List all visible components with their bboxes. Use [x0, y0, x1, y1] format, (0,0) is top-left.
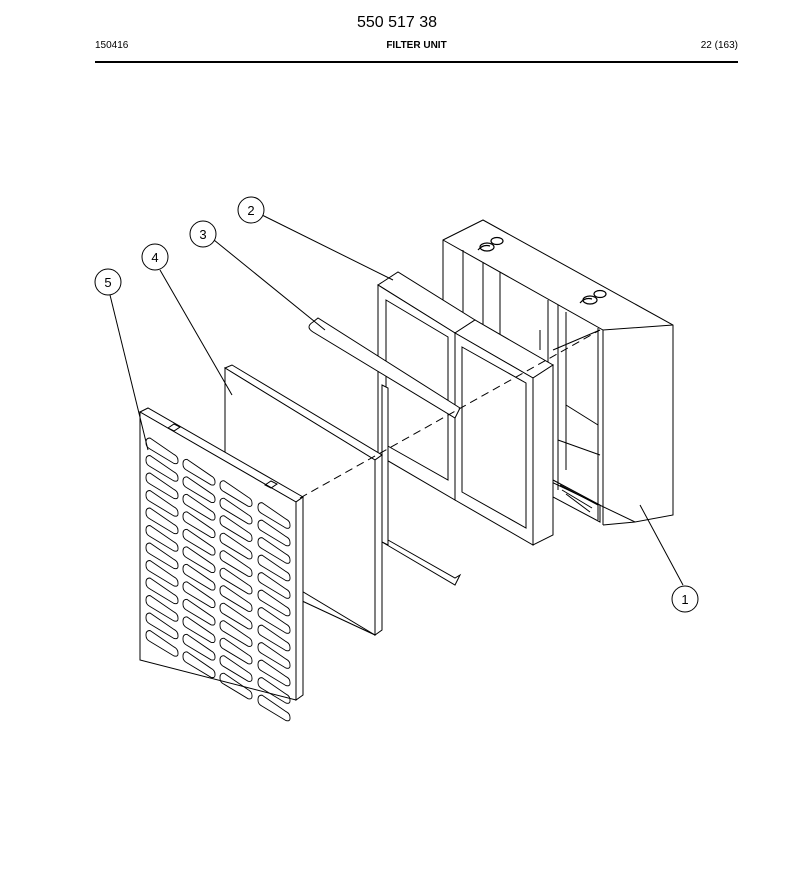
latch-icon: [477, 236, 607, 305]
grille-slot: [182, 476, 216, 504]
grille-slot: [257, 677, 291, 704]
grille-slot: [219, 480, 253, 507]
header-divider: [95, 61, 738, 63]
clip-icon: [167, 423, 278, 489]
grille-slot: [182, 651, 216, 679]
gasket-strip-part: [308, 317, 462, 586]
grille-part: [138, 407, 304, 722]
grille-slot: [145, 490, 179, 517]
grille-slot: [182, 528, 216, 556]
alignment-line: [299, 329, 601, 499]
grille-slot: [145, 612, 179, 640]
grille-slot: [145, 595, 179, 622]
grille-slot: [257, 589, 291, 617]
callout-label: 5: [104, 275, 111, 290]
grille-slot: [182, 633, 216, 661]
grille-slot: [257, 554, 291, 582]
grille-slot: [145, 560, 179, 587]
grille-slot: [219, 532, 253, 560]
grille-slot: [145, 525, 179, 552]
callout-1: 1: [639, 504, 699, 613]
grille-slot: [145, 577, 179, 605]
grille-slot: [182, 546, 216, 574]
grille-slot: [219, 637, 253, 665]
grille-slot: [182, 563, 216, 591]
grille-slot: [219, 655, 253, 682]
grille-slot: [219, 567, 253, 595]
grille-slot: [219, 550, 253, 577]
grille-slot: [182, 616, 216, 644]
callout-5: 5: [94, 268, 149, 451]
filter-frame-part: [377, 271, 554, 546]
grille-slot: [145, 507, 179, 535]
grille-slot: [145, 472, 179, 500]
grille-slot: [219, 620, 253, 647]
callout-label: 1: [681, 592, 688, 607]
page-number: 22 (163): [700, 40, 738, 51]
grille-slot: [182, 581, 216, 609]
grille-slot: [182, 493, 216, 521]
callout-4: 4: [141, 243, 233, 396]
grille-slot: [145, 542, 179, 570]
grille-slot: [257, 642, 291, 669]
grille-slot: [257, 694, 291, 722]
grille-slot: [182, 511, 216, 539]
grille-slot: [257, 519, 291, 547]
grille-slot: [257, 607, 291, 634]
grille-slot: [219, 515, 253, 542]
header-title: FILTER UNIT: [386, 40, 447, 51]
callout-2: 2: [237, 196, 394, 281]
grille-slot: [257, 624, 291, 652]
grille-slot: [182, 598, 216, 626]
grille-slot: [219, 602, 253, 630]
grille-slot: [219, 672, 253, 700]
grille-slot: [145, 630, 179, 657]
callout-label: 3: [199, 227, 206, 242]
grille-slot: [257, 572, 291, 599]
grille-slot: [257, 659, 291, 687]
callout-3: 3: [189, 220, 326, 331]
grille-slot: [219, 585, 253, 612]
callout-label: 4: [151, 250, 158, 265]
grille-slot: [182, 458, 216, 486]
callout-label: 2: [247, 203, 254, 218]
page-header: 150416 FILTER UNIT 22 (163): [95, 40, 738, 56]
grille-slot: [145, 455, 179, 482]
header-code: 150416: [95, 40, 129, 51]
grille-slot: [257, 502, 291, 529]
grille-slot: [219, 497, 253, 525]
grille-slots: [145, 437, 291, 722]
document-number: 550 517 38: [356, 14, 438, 31]
grille-slot: [257, 537, 291, 564]
